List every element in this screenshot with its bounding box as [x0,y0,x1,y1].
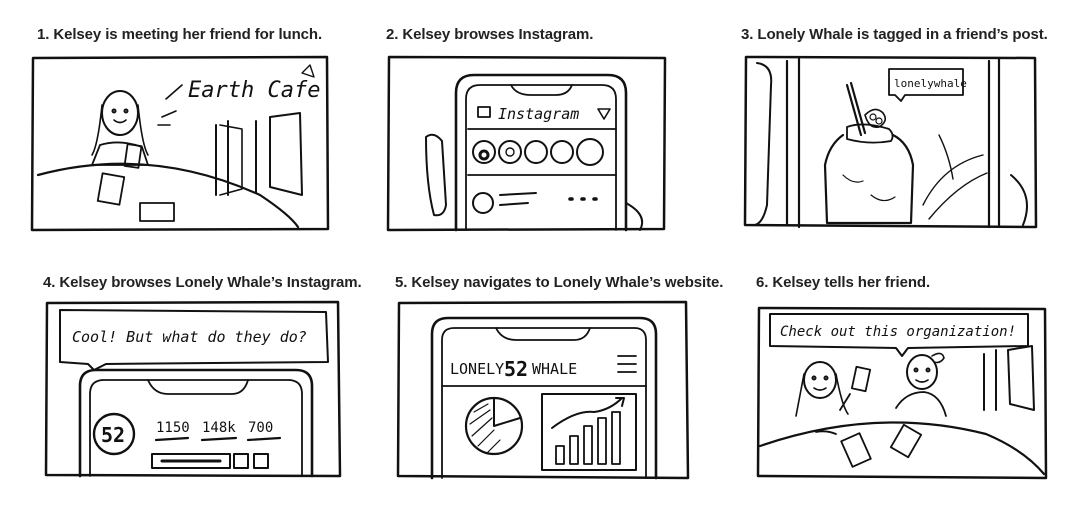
caption-panel-1: 1. Kelsey is meeting her friend for lunc… [37,26,323,43]
caption-panel-2: 2. Kelsey browses Instagram. [386,26,594,43]
stat-following: 700 [248,420,273,436]
stat-followers: 148k [202,420,236,436]
site-logo: 52 [504,357,528,381]
panel-2-sketch: Instagram [386,55,667,232]
site-name-left: LONELY [450,360,504,378]
panel-6-tell-friend: Check out this organization! [756,306,1048,480]
panel-2-instagram: Instagram [386,55,668,233]
profile-logo: 52 [101,423,125,447]
caption-panel-6: 6. Kelsey tells her friend. [756,274,931,291]
panel-5-sketch: LONELY 52 WHALE [396,300,690,480]
cafe-sign-text: Earth Cafe [188,78,320,103]
stat-posts: 1150 [156,420,190,436]
panel-3-sketch: lonelywhale [743,55,1038,229]
panel-5-website: LONELY 52 WHALE [396,300,690,480]
panel-4-sketch: Cool! But what do they do? 52 1150 148k … [44,300,342,478]
panel-4-profile: Cool! But what do they do? 52 1150 148k … [44,300,342,478]
caption-panel-4: 4. Kelsey browses Lonely Whale’s Instagr… [43,274,362,291]
caption-panel-5: 5. Kelsey navigates to Lonely Whale’s we… [395,274,724,291]
caption-panel-3: 3. Lonely Whale is tagged in a friend’s … [741,26,1048,43]
panel-3-tagged-post: lonelywhale [743,55,1039,230]
site-name-right: WHALE [532,360,577,378]
tag-label: lonelywhale [894,77,967,90]
speech-text-4: Cool! But what do they do? [72,328,307,346]
panel-1-lunch: Earth Cafe [30,55,330,233]
panel-6-sketch: Check out this organization! [756,306,1048,480]
instagram-title: Instagram [498,105,579,123]
speech-text-6: Check out this organization! [780,324,1016,340]
panel-1-sketch: Earth Cafe [30,55,330,232]
